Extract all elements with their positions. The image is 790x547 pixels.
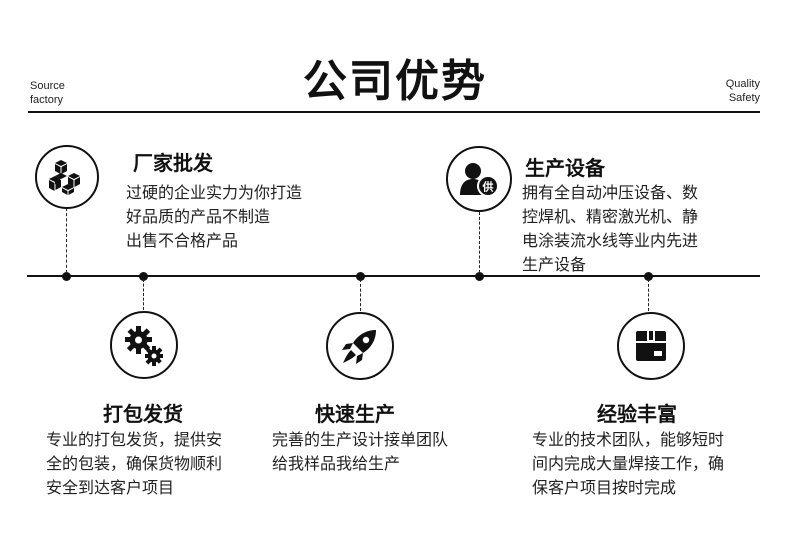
timeline-dot-3 [356, 272, 365, 281]
rocket-icon-circle [326, 312, 394, 380]
connector-4 [360, 279, 361, 311]
item-desc-line: 专业的打包发货，提供安 [46, 430, 223, 449]
connector-5 [648, 279, 649, 311]
item-desc-equipment: 拥有全自动冲压设备、数 控焊机、精密激光机、静 电涂装流水线等业内先进 生产设备 [522, 181, 698, 277]
item-title-production: 快速生产 [315, 402, 395, 426]
quality-safety-label: Quality Safety [726, 77, 760, 105]
boxes-icon [49, 160, 80, 195]
item-desc-line: 控焊机、精密激光机、静 [522, 207, 699, 226]
box-icon [636, 331, 666, 361]
page-title: 公司优势 [303, 56, 487, 107]
item-title-wholesale: 厂家批发 [133, 151, 213, 175]
item-desc-line: 保客户项目按时完成 [532, 478, 677, 497]
source-factory-label: Source factory [30, 79, 65, 107]
item-desc-line: 给我样品我给生产 [272, 454, 401, 473]
item-desc-line: 安全到达客户项目 [46, 478, 175, 497]
connector-3 [143, 279, 144, 310]
supplier-icon: 供 [460, 163, 499, 197]
item-desc-line: 生产设备 [522, 255, 587, 274]
box-icon-circle [617, 312, 685, 380]
item-desc-line: 间内完成大量焊接工作，确 [532, 454, 725, 473]
timeline-line [27, 275, 760, 277]
gears-icon [125, 326, 163, 366]
item-desc-line: 好品质的产品不制造 [126, 207, 271, 226]
item-desc-line: 拥有全自动冲压设备、数 [522, 183, 699, 202]
item-desc-production: 完善的生产设计接单团队 给我样品我给生产 [272, 428, 448, 476]
item-desc-line: 完善的生产设计接单团队 [272, 430, 449, 449]
timeline-dot-4 [475, 272, 484, 281]
corner-left-line-2: factory [30, 94, 64, 106]
item-title-equipment: 生产设备 [525, 156, 605, 180]
supplier-badge-glyph: 供 [482, 180, 494, 194]
corner-right-line-2: Safety [728, 92, 760, 104]
item-desc-packing: 专业的打包发货，提供安 全的包装，确保货物顺利 安全到达客户项目 [46, 428, 222, 500]
connector-1 [66, 208, 67, 273]
item-title-experience: 经验丰富 [597, 402, 677, 426]
item-desc-line: 电涂装流水线等业内先进 [522, 231, 699, 250]
item-title-packing: 打包发货 [103, 402, 183, 426]
gears-icon-circle [110, 311, 178, 379]
item-desc-experience: 专业的技术团队，能够短时 间内完成大量焊接工作，确 保客户项目按时完成 [532, 428, 724, 500]
timeline-dot-5 [644, 272, 653, 281]
supplier-icon-circle: 供 [446, 146, 512, 212]
connector-2 [479, 212, 480, 273]
item-desc-line: 过硬的企业实力为你打造 [126, 183, 303, 202]
item-desc-line: 出售不合格产品 [126, 231, 239, 250]
timeline-dot-2 [139, 272, 148, 281]
rocket-icon [342, 330, 376, 364]
boxes-icon-circle [35, 145, 99, 209]
item-desc-line: 专业的技术团队，能够短时 [532, 430, 725, 449]
corner-right-line-1: Quality [725, 78, 760, 90]
timeline-dot-1 [62, 272, 71, 281]
corner-left-line-1: Source [30, 80, 65, 92]
item-desc-wholesale: 过硬的企业实力为你打造 好品质的产品不制造 出售不合格产品 [126, 181, 302, 253]
header-divider [28, 111, 760, 113]
item-desc-line: 全的包装，确保货物顺利 [46, 454, 223, 473]
